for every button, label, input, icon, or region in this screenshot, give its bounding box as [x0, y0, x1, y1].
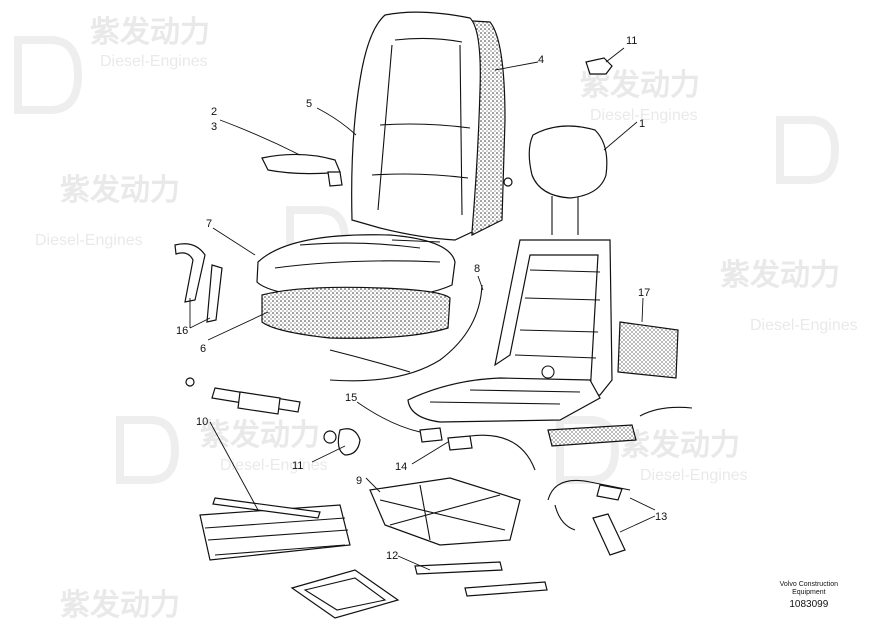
backrest-frame-bars — [514, 269, 601, 359]
spring-cylinder — [237, 391, 281, 415]
slide-rail-b — [464, 581, 548, 597]
lower-panel — [547, 424, 637, 447]
backrest-knob — [503, 177, 513, 187]
headrest-posts — [551, 196, 579, 235]
seat-base-frame — [407, 377, 601, 423]
watermark-brand: 紫发动力 — [720, 259, 840, 292]
armrest — [261, 153, 341, 175]
watermark-brand: 紫发动力 — [200, 419, 320, 452]
callout-4: 4 — [538, 54, 544, 66]
callout-8: 8 — [474, 263, 480, 275]
armrest-bracket — [327, 171, 343, 187]
footer-caption: Volvo Construction Equipment 1083099 — [779, 581, 838, 610]
callout-2: 2 — [211, 106, 217, 118]
footer-line2: Equipment — [792, 589, 826, 596]
seat-cushion-hooks — [391, 239, 441, 243]
release-cable — [329, 284, 483, 382]
seat-belt-buckle — [596, 484, 623, 501]
seat-belt-latch — [592, 513, 626, 556]
leader-lines — [189, 47, 656, 571]
slide-rail-a — [414, 561, 503, 575]
callout-12: 12 — [386, 550, 398, 562]
support-rail — [212, 497, 321, 519]
callout-5: 5 — [306, 98, 312, 110]
callout-11: 11 — [292, 460, 303, 472]
side-bracket-right — [206, 264, 223, 323]
callout-7: 7 — [206, 218, 212, 230]
mounting-frame-inner — [303, 577, 387, 611]
backrest-frame — [494, 239, 613, 396]
callout-11-top: 11 — [626, 35, 637, 47]
watermark-sub: Diesel-Engines — [220, 457, 328, 474]
gear-icon — [323, 430, 337, 444]
base-spring — [541, 365, 555, 379]
watermark-brand: 紫发动力 — [60, 174, 180, 207]
side-bracket-left — [174, 243, 206, 303]
callout-14: 14 — [395, 461, 407, 473]
latch-bracket — [419, 427, 443, 443]
callout-9: 9 — [356, 475, 362, 487]
footer-line1: Volvo Construction — [779, 581, 838, 588]
seat-foam — [261, 286, 451, 339]
watermark-sub: Diesel-Engines — [640, 467, 748, 484]
callout-15: 15 — [345, 392, 357, 404]
callout-10: 10 — [196, 416, 208, 428]
clamp — [447, 435, 473, 451]
watermark-sub: Diesel-Engines — [35, 232, 143, 249]
watermark-sub: Diesel-Engines — [750, 317, 858, 334]
watermark-brand: 紫发动力 — [90, 16, 210, 49]
watermark-brand: 紫发动力 — [620, 429, 740, 462]
bushing — [185, 377, 195, 387]
headrest — [528, 125, 608, 199]
suspension-frame — [369, 477, 521, 546]
mounting-frame — [290, 569, 400, 619]
callout-16: 16 — [176, 325, 188, 337]
callout-17: 17 — [638, 287, 650, 299]
seat-base-inner — [429, 389, 581, 405]
seat-cushion-seam — [274, 242, 441, 269]
watermark-brand: 紫发动力 — [60, 589, 180, 622]
callout-1: 1 — [639, 118, 645, 130]
adjust-wheel — [337, 428, 361, 456]
cable-loop — [469, 434, 536, 471]
panel-cable — [639, 406, 693, 417]
base-plate-layers — [204, 517, 349, 556]
backrest-seam — [371, 37, 471, 216]
rear-panel — [617, 321, 679, 379]
watermark-sub: Diesel-Engines — [100, 53, 208, 70]
diagram-code: 1083099 — [789, 599, 829, 610]
backrest-cushion — [351, 11, 481, 241]
callout-6: 6 — [200, 343, 206, 355]
callout-3: 3 — [211, 121, 217, 133]
watermark: 紫发动力 Diesel-Engines 紫发动力 Diesel-Engines … — [14, 16, 858, 622]
cap-part — [585, 57, 613, 75]
suspension-scissor — [379, 484, 506, 541]
seat-belt-strap — [547, 479, 631, 531]
watermark-sub: Diesel-Engines — [590, 107, 698, 124]
base-plate — [199, 504, 351, 561]
callout-13: 13 — [655, 511, 667, 523]
